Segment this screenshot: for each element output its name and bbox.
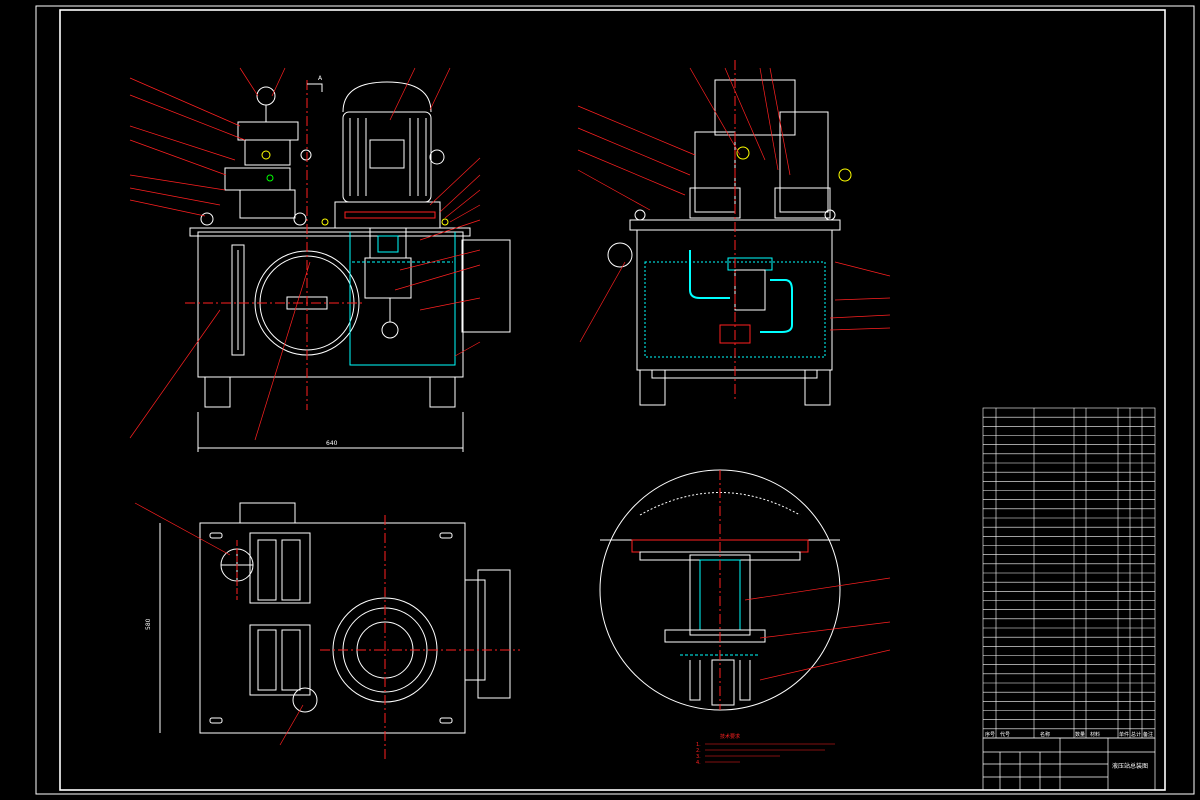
side-view-leaders [577, 67, 891, 343]
front-overall-dim: 640 [326, 440, 338, 447]
side-view [607, 60, 852, 406]
front-view-leaders [129, 67, 481, 441]
bom-header-cell: 名称 [1040, 731, 1050, 738]
note-line: 4. [696, 760, 701, 766]
bom-header-cell: 代号 [1000, 731, 1010, 738]
note-line: 1. [696, 742, 701, 748]
bom-header-cell: 备注 [1143, 731, 1153, 738]
bom-table: 序号代号 名称 数量材料 单件总计备注 [982, 407, 1156, 739]
sheet-border-outer [35, 5, 1195, 795]
sheet-border-inner [59, 9, 1166, 791]
notes-title: 技术要求 [720, 733, 740, 740]
title-block: 液压站总装图 [982, 737, 1156, 791]
plan-view-leaders [134, 502, 304, 746]
note-line: 3. [696, 754, 701, 760]
bom-header-cell: 总计 [1131, 731, 1141, 738]
note-line: 2. [696, 748, 701, 754]
bom-header-cell: 序号 [985, 731, 995, 738]
bom-header-cell: 单件 [1119, 731, 1129, 738]
detail-view-leaders [744, 577, 891, 681]
bom-header-cell: 数量 [1075, 731, 1085, 738]
plan-view: 580 [145, 502, 520, 760]
plan-height-dim: 580 [145, 618, 152, 630]
detail-view [599, 469, 841, 711]
section-tag: A [318, 75, 323, 82]
bom-header-cell: 材料 [1090, 731, 1100, 738]
technical-notes: 技术要求 1. 2. 3. 4. [696, 733, 835, 766]
front-view: 640 A [185, 75, 511, 452]
drawing-name: 液压站总装图 [1112, 762, 1148, 770]
front-view-details [261, 150, 449, 253]
